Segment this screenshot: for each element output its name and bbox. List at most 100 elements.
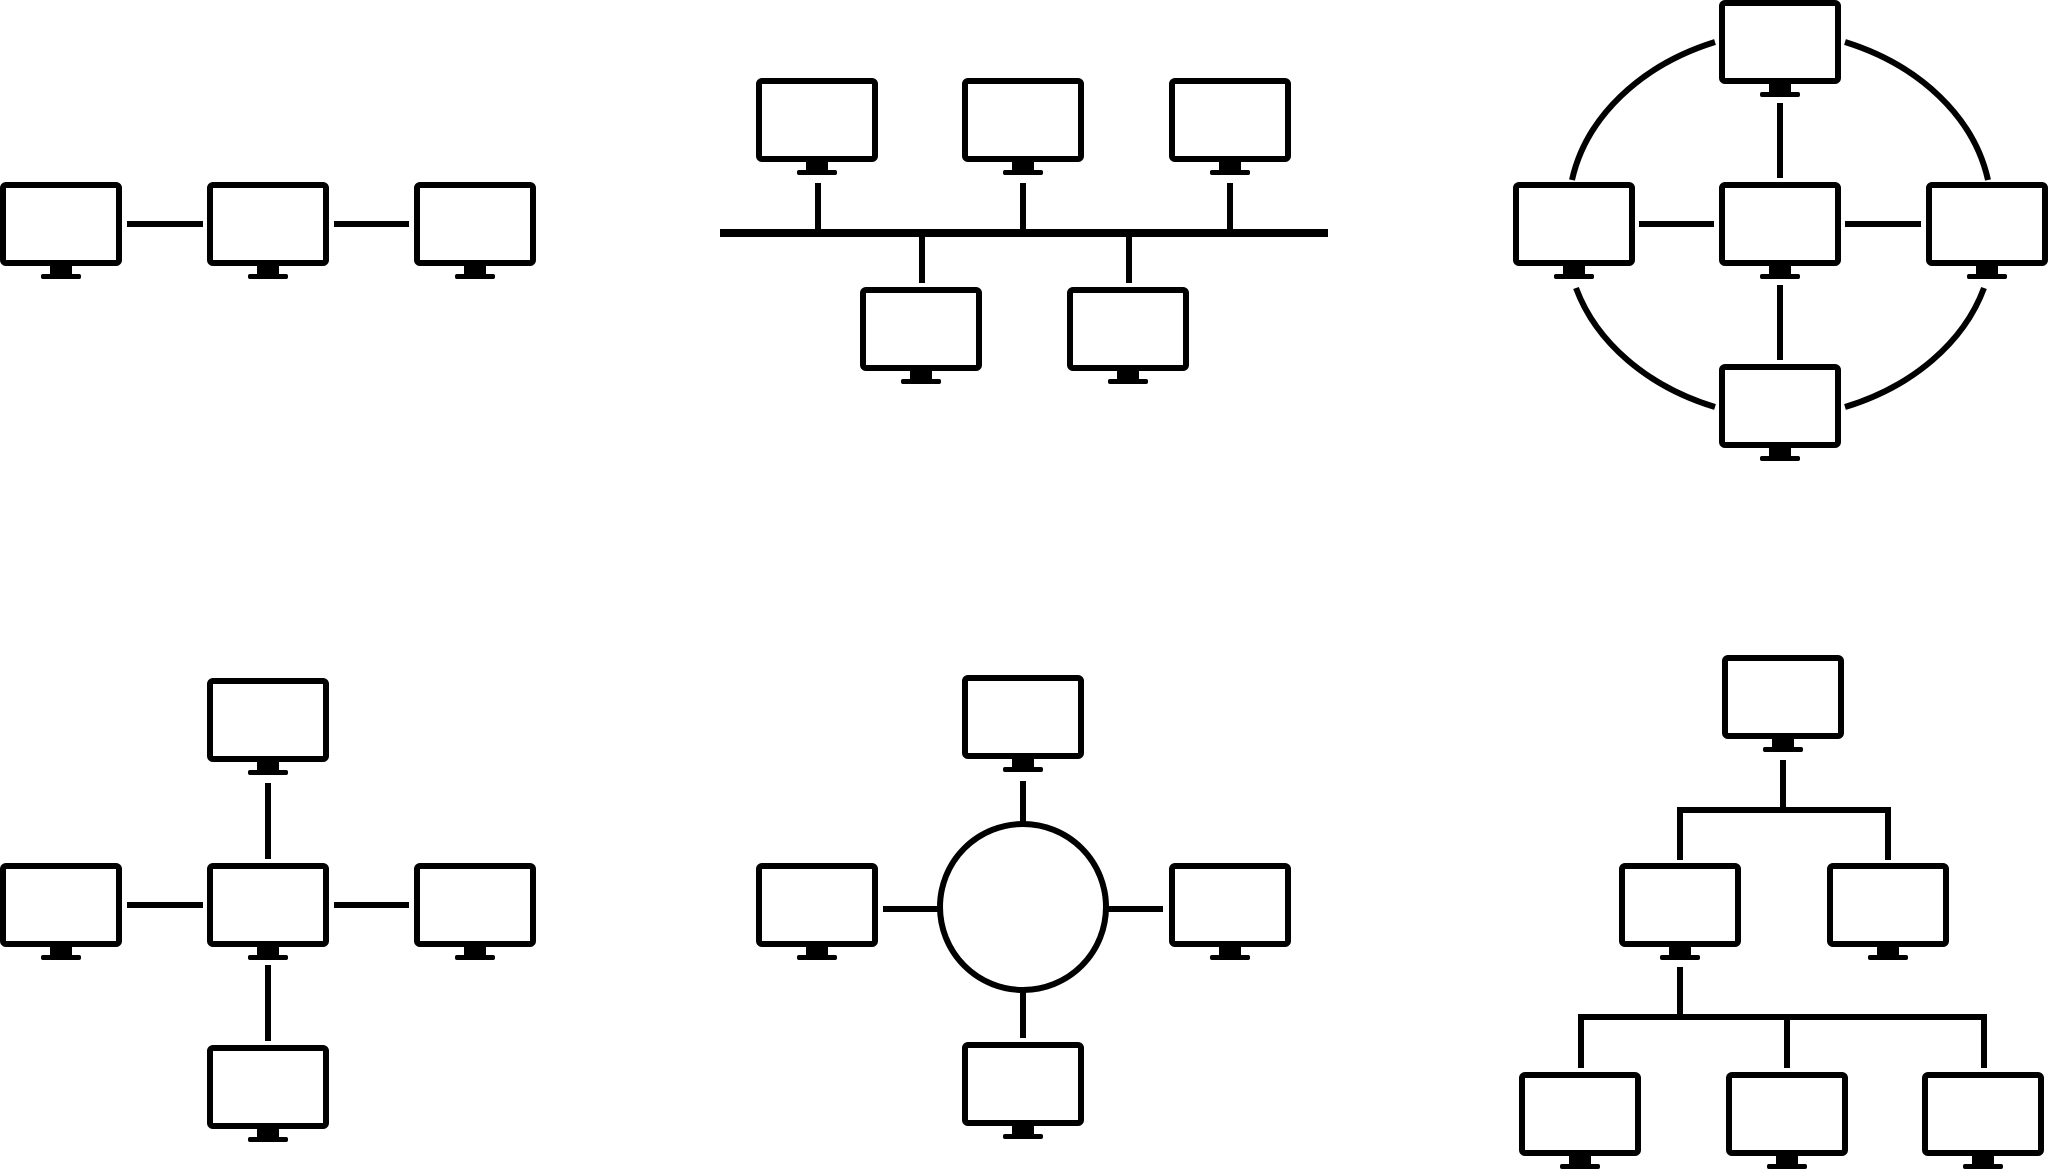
monitor-base <box>1003 170 1043 175</box>
monitor-neck <box>1877 944 1899 955</box>
monitor-neck <box>1117 368 1139 379</box>
computer-monitor-icon <box>1926 182 2048 279</box>
topology-mesh-ring <box>1513 0 2048 461</box>
computer-monitor-icon <box>1513 182 1635 279</box>
monitor-screen <box>0 863 122 947</box>
computer-monitor-icon <box>1619 863 1741 960</box>
monitor-neck <box>806 944 828 955</box>
ring-arc <box>1569 39 1716 181</box>
monitor-screen <box>756 78 878 162</box>
monitor-neck <box>1219 159 1241 170</box>
computer-monitor-icon <box>207 1045 329 1142</box>
computer-monitor-icon <box>0 182 122 279</box>
monitor-base <box>797 955 837 960</box>
monitor-base <box>797 170 837 175</box>
computer-monitor-icon <box>1719 0 1841 97</box>
computer-monitor-icon <box>1519 1072 1641 1169</box>
monitor-base <box>1760 456 1800 461</box>
monitor-neck <box>1772 736 1794 747</box>
monitor-base <box>1560 1164 1600 1169</box>
monitor-base <box>455 955 495 960</box>
computer-monitor-icon <box>414 863 536 960</box>
monitor-neck <box>1669 944 1691 955</box>
monitor-neck <box>910 368 932 379</box>
monitor-base <box>1868 955 1908 960</box>
monitor-neck <box>1563 263 1585 274</box>
monitor-base <box>1660 955 1700 960</box>
monitor-screen <box>1519 1072 1641 1156</box>
monitor-base <box>1963 1164 2003 1169</box>
monitor-base <box>1003 1134 1043 1139</box>
monitor-screen <box>0 182 122 266</box>
computer-monitor-icon <box>207 182 329 279</box>
monitor-screen <box>1169 78 1291 162</box>
monitor-neck <box>1569 1153 1591 1164</box>
computer-monitor-icon <box>756 78 878 175</box>
topology-star <box>0 678 536 1142</box>
branch <box>1578 1014 1987 1068</box>
monitor-screen <box>1513 182 1635 266</box>
monitor-screen <box>756 863 878 947</box>
monitor-neck <box>257 263 279 274</box>
computer-monitor-icon <box>1169 78 1291 175</box>
monitor-neck <box>464 263 486 274</box>
monitor-screen <box>207 182 329 266</box>
monitor-neck <box>50 944 72 955</box>
monitor-base <box>1760 92 1800 97</box>
computer-monitor-icon <box>1726 1072 1848 1169</box>
monitor-base <box>1108 379 1148 384</box>
monitor-neck <box>257 759 279 770</box>
monitor-neck <box>50 263 72 274</box>
computer-monitor-icon <box>207 863 329 960</box>
computer-monitor-icon <box>414 182 536 279</box>
computer-monitor-icon <box>0 863 122 960</box>
ring-arc <box>1844 286 1987 410</box>
computer-monitor-icon <box>962 78 1084 175</box>
monitor-screen <box>1719 182 1841 266</box>
monitor-screen <box>1719 364 1841 448</box>
monitor-neck <box>1976 263 1998 274</box>
computer-monitor-icon <box>1722 655 1844 752</box>
topology-tree <box>1519 655 2044 1169</box>
computer-monitor-icon <box>962 1042 1084 1139</box>
monitor-base <box>1763 747 1803 752</box>
monitor-neck <box>1972 1153 1994 1164</box>
ring-arc <box>1573 286 1716 410</box>
monitor-base <box>901 379 941 384</box>
monitor-screen <box>207 1045 329 1129</box>
computer-monitor-icon <box>1922 1072 2044 1169</box>
monitor-base <box>41 955 81 960</box>
hub-circle <box>937 821 1109 993</box>
branch <box>1677 807 1891 860</box>
monitor-base <box>1210 170 1250 175</box>
computer-monitor-icon <box>962 675 1084 772</box>
ring-arc <box>1844 39 1991 181</box>
monitor-base <box>248 1137 288 1142</box>
monitor-base <box>248 770 288 775</box>
computer-monitor-icon <box>1067 287 1189 384</box>
monitor-base <box>1767 1164 1807 1169</box>
monitor-neck <box>257 1126 279 1137</box>
monitor-screen <box>1722 655 1844 739</box>
monitor-neck <box>1769 81 1791 92</box>
monitor-neck <box>1012 159 1034 170</box>
monitor-screen <box>414 863 536 947</box>
monitor-screen <box>1926 182 2048 266</box>
computer-monitor-icon <box>1169 863 1291 960</box>
monitor-screen <box>962 78 1084 162</box>
monitor-base <box>1760 274 1800 279</box>
monitor-screen <box>414 182 536 266</box>
monitor-screen <box>1719 0 1841 84</box>
monitor-base <box>1967 274 2007 279</box>
monitor-screen <box>1619 863 1741 947</box>
monitor-neck <box>464 944 486 955</box>
monitor-neck <box>1219 944 1241 955</box>
monitor-base <box>41 274 81 279</box>
monitor-neck <box>1769 263 1791 274</box>
computer-monitor-icon <box>1719 182 1841 279</box>
monitor-screen <box>1922 1072 2044 1156</box>
monitor-screen <box>207 863 329 947</box>
monitor-neck <box>257 944 279 955</box>
computer-monitor-icon <box>1719 364 1841 461</box>
